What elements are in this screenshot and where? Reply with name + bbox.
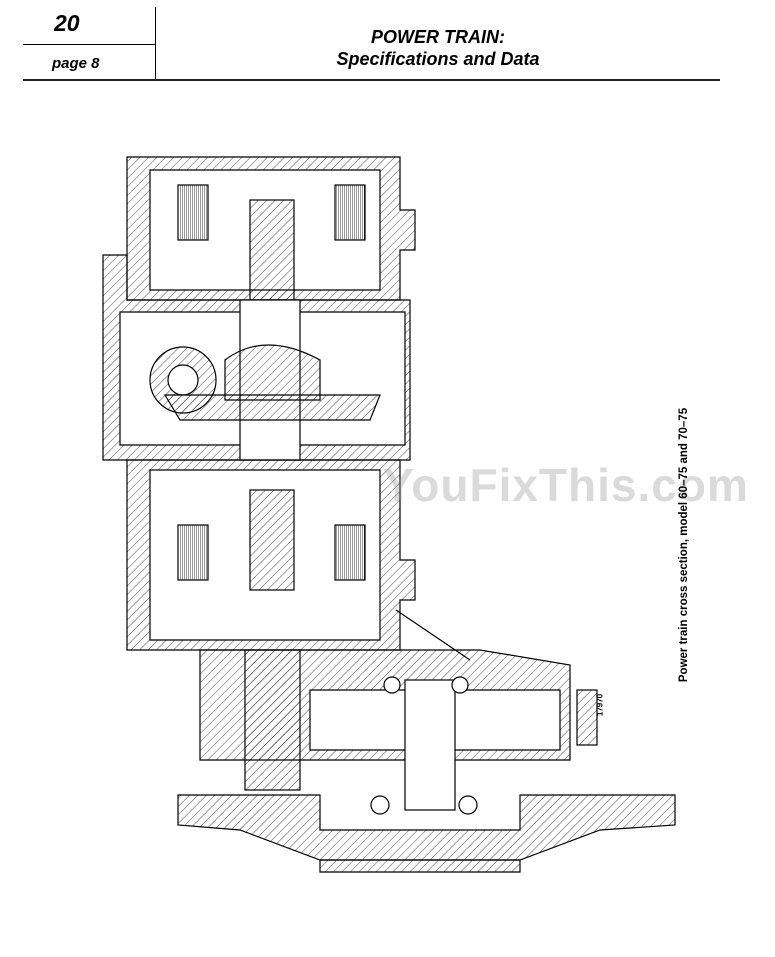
title-line-1: POWER TRAIN: — [371, 27, 505, 47]
header-vertical-divider — [155, 7, 156, 80]
header-divider — [23, 44, 155, 45]
header-rule — [23, 79, 720, 81]
page-number: page 8 — [52, 55, 100, 72]
figure-caption: Power train cross section, model 60–75 a… — [678, 407, 690, 683]
section-number: 20 — [54, 10, 80, 36]
watermark: YouFixThis.com — [383, 459, 749, 511]
figure-number: 17970 — [595, 693, 605, 717]
title-line-2: Specifications and Data — [336, 49, 540, 69]
page-title: POWER TRAIN: Specifications and Data — [156, 26, 720, 70]
